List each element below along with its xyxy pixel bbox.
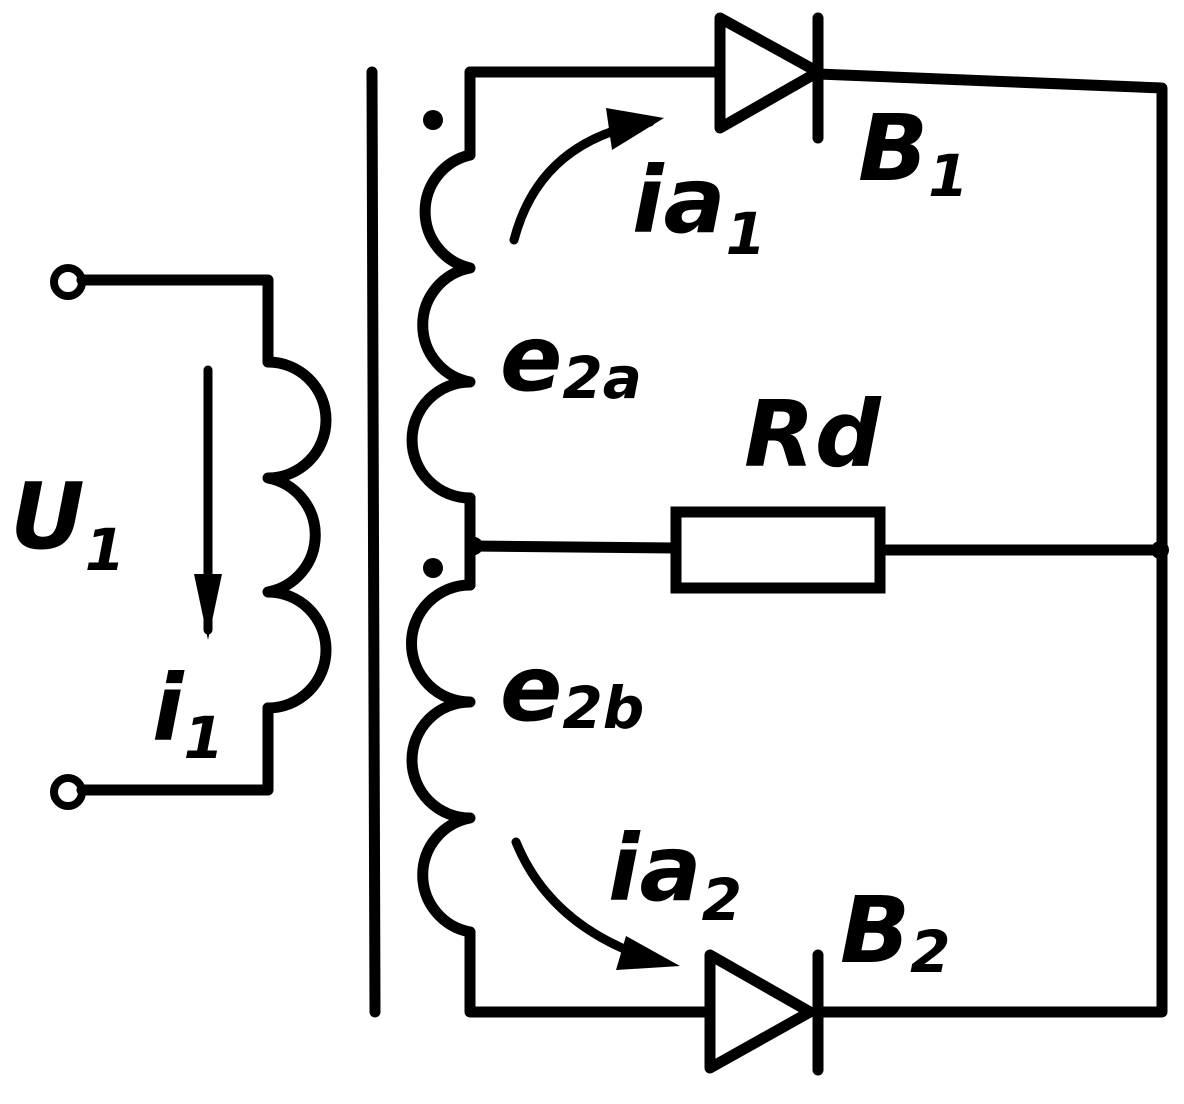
primary-current-arrowhead [194, 574, 222, 640]
primary-winding [262, 356, 332, 714]
polarity-dot-b [423, 558, 443, 578]
secondary-winding-b [406, 579, 476, 938]
current-arrowhead-ia1 [606, 108, 664, 150]
junction-dot-center [465, 537, 483, 555]
primary-circuit [50, 264, 332, 810]
transformer-core [366, 66, 381, 1018]
diode-label-b1: B1 [858, 95, 968, 210]
emf-label-e2a: e2a [500, 305, 642, 412]
output-wire-bottom [812, 542, 1168, 1018]
junction-dot-right [1151, 541, 1169, 559]
voltage-label-u1: U1 [10, 463, 125, 584]
current-label-i1: i1 [152, 655, 224, 772]
load-wire-left [466, 540, 682, 554]
current-arrowhead-ia2 [616, 936, 680, 970]
emf-label-e2b: e2b [500, 635, 644, 742]
resistor-label-rd: Rd [744, 381, 882, 488]
output-wire-top [812, 68, 1168, 554]
secondary-bottom-lead [464, 926, 716, 1018]
secondary-winding-a [406, 149, 476, 504]
diode-b1 [714, 12, 824, 144]
primary-lead-top [76, 274, 274, 368]
secondary-top-lead [464, 66, 726, 161]
diode-b2 [704, 949, 824, 1076]
current-label-ia1: ia1 [632, 147, 766, 268]
diode-b2-body [704, 949, 816, 1074]
primary-lead-bottom [76, 702, 274, 796]
current-arrow-ia1 [509, 117, 655, 245]
diode-label-b2: B2 [840, 877, 950, 986]
load-resistor [670, 506, 886, 594]
diode-b1-body [714, 12, 824, 134]
polarity-dot-a [423, 110, 443, 130]
current-label-ia2: ia2 [608, 815, 742, 934]
